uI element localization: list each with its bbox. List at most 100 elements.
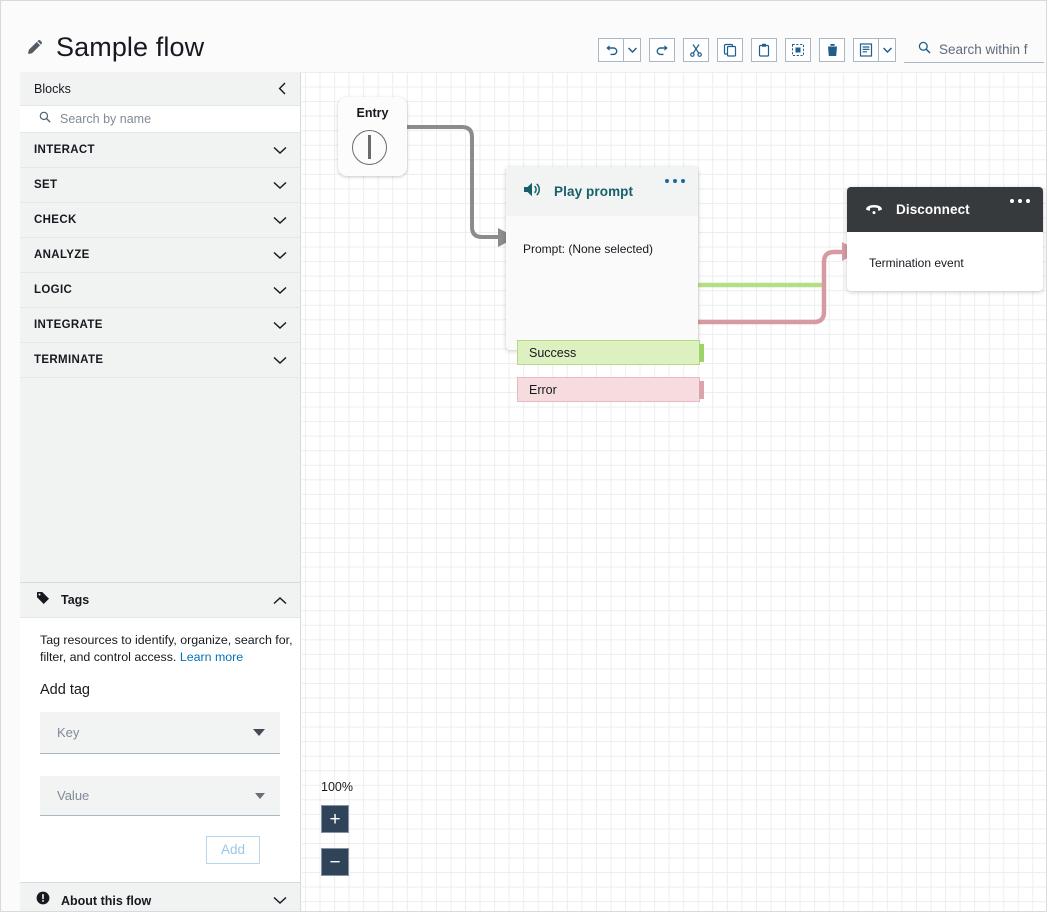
redo-group — [649, 38, 675, 62]
chevron-down-icon — [273, 321, 287, 330]
undo-button[interactable] — [598, 38, 624, 62]
blocks-sidebar: Blocks Search by name INTERACT SET CHECK — [20, 72, 301, 911]
sidebar-empty-space — [20, 378, 300, 582]
node-entry[interactable]: Entry — [338, 97, 407, 176]
branch-success-label: Success — [529, 345, 577, 360]
chevron-down-icon — [255, 792, 265, 799]
chevron-down-icon — [253, 729, 265, 736]
node-play-prompt[interactable]: Play prompt Prompt: (None selected) Succ… — [506, 167, 704, 402]
branch-success-port[interactable] — [699, 344, 704, 362]
branch-error[interactable]: Error — [517, 377, 704, 402]
copy-group — [717, 38, 743, 62]
blocks-label: Blocks — [34, 81, 71, 96]
undo-dropdown-button[interactable] — [624, 38, 641, 62]
paste-button[interactable] — [751, 38, 777, 62]
phone-hangup-icon — [864, 200, 884, 220]
tag-icon — [36, 591, 50, 610]
plus-icon: + — [329, 808, 341, 830]
category-label: LOGIC — [34, 284, 73, 296]
disconnect-title: Disconnect — [896, 202, 970, 217]
search-within-flow-input[interactable]: Search within f — [904, 37, 1044, 63]
sidebar-category-logic[interactable]: LOGIC — [20, 273, 300, 308]
branch-error-label: Error — [529, 382, 557, 397]
zoom-in-button[interactable]: + — [321, 805, 349, 833]
page-title: Sample flow — [56, 32, 205, 62]
about-this-flow-header[interactable]: About this flow — [20, 882, 300, 911]
add-tag-label: Add tag — [40, 682, 90, 698]
disconnect-body-text: Termination event — [869, 256, 964, 270]
about-header-left: About this flow — [36, 891, 151, 910]
undo-group — [598, 38, 641, 62]
page-header: Sample flow — [1, 1, 1046, 78]
chevron-down-icon — [273, 146, 287, 155]
sidebar-category-analyze[interactable]: ANALYZE — [20, 238, 300, 273]
tag-key-select[interactable]: Key — [40, 712, 280, 754]
tags-description: Tag resources to identify, organize, sea… — [40, 632, 302, 666]
category-label: INTEGRATE — [34, 319, 103, 331]
category-label: TERMINATE — [34, 354, 104, 366]
sidebar-category-terminate[interactable]: TERMINATE — [20, 343, 300, 378]
chevron-down-icon — [273, 286, 287, 295]
list-view-button[interactable] — [853, 38, 879, 62]
tags-body: Tag resources to identify, organize, sea… — [20, 618, 300, 882]
title-group: Sample flow — [25, 31, 204, 63]
category-label: INTERACT — [34, 144, 95, 156]
tag-key-placeholder: Key — [57, 725, 80, 740]
sidebar-category-check[interactable]: CHECK — [20, 203, 300, 238]
tag-value-placeholder: Value — [57, 788, 90, 803]
search-icon — [39, 110, 51, 128]
copy-button[interactable] — [717, 38, 743, 62]
blocks-panel-header: Blocks — [20, 72, 300, 106]
node-disconnect[interactable]: Disconnect Termination event — [847, 187, 1043, 291]
tags-header-left: Tags — [36, 591, 89, 610]
play-prompt-menu-icon[interactable] — [665, 179, 685, 183]
search-icon — [918, 41, 931, 59]
category-label: CHECK — [34, 214, 77, 226]
chevron-left-icon[interactable] — [278, 82, 287, 95]
category-label: SET — [34, 179, 58, 191]
chevron-down-icon — [273, 251, 287, 260]
add-tag-button-row: Add — [40, 816, 280, 882]
flow-canvas[interactable]: Entry Play prompt Prompt: (None selected… — [302, 72, 1046, 911]
redo-button[interactable] — [649, 38, 675, 62]
zoom-level-label: 100% — [321, 780, 353, 794]
speaker-icon — [523, 181, 542, 203]
list-view-dropdown-button[interactable] — [879, 38, 896, 62]
tags-section: Tags Tag resources to identify, organize… — [20, 582, 300, 882]
block-search-input[interactable]: Search by name — [20, 106, 300, 133]
entry-port-circle — [352, 130, 387, 165]
add-tag-button[interactable]: Add — [205, 836, 260, 864]
minus-icon: − — [329, 851, 341, 873]
play-prompt-header: Play prompt — [506, 167, 698, 216]
play-prompt-title: Play prompt — [554, 184, 634, 199]
sidebar-category-interact[interactable]: INTERACT — [20, 133, 300, 168]
zoom-out-button[interactable]: − — [321, 848, 349, 876]
tags-section-header[interactable]: Tags — [20, 583, 300, 618]
cut-group — [683, 38, 709, 62]
delete-button[interactable] — [819, 38, 845, 62]
play-prompt-body: Prompt: (None selected) — [506, 216, 698, 258]
chevron-down-icon — [273, 356, 287, 365]
zoom-controls: 100% + − — [321, 780, 353, 891]
learn-more-link[interactable]: Learn more — [179, 650, 244, 664]
branch-error-port[interactable] — [699, 381, 704, 399]
cut-button[interactable] — [683, 38, 709, 62]
chevron-down-icon — [273, 181, 287, 190]
entry-node-label: Entry — [356, 106, 389, 120]
branch-success[interactable]: Success — [517, 340, 704, 365]
tags-title: Tags — [61, 593, 90, 607]
info-icon — [36, 891, 50, 910]
delete-group — [819, 38, 845, 62]
entry-output-port[interactable] — [368, 135, 371, 159]
sidebar-category-integrate[interactable]: INTEGRATE — [20, 308, 300, 343]
about-title: About this flow — [61, 893, 152, 908]
disconnect-menu-icon[interactable] — [1010, 199, 1030, 203]
sidebar-category-set[interactable]: SET — [20, 168, 300, 203]
tag-value-select[interactable]: Value — [40, 776, 280, 816]
category-label: ANALYZE — [34, 249, 90, 261]
tags-description-text: Tag resources to identify, organize, sea… — [40, 633, 293, 664]
pencil-icon[interactable] — [25, 37, 45, 57]
select-all-button[interactable] — [785, 38, 811, 62]
disconnect-header: Disconnect — [847, 187, 1043, 232]
